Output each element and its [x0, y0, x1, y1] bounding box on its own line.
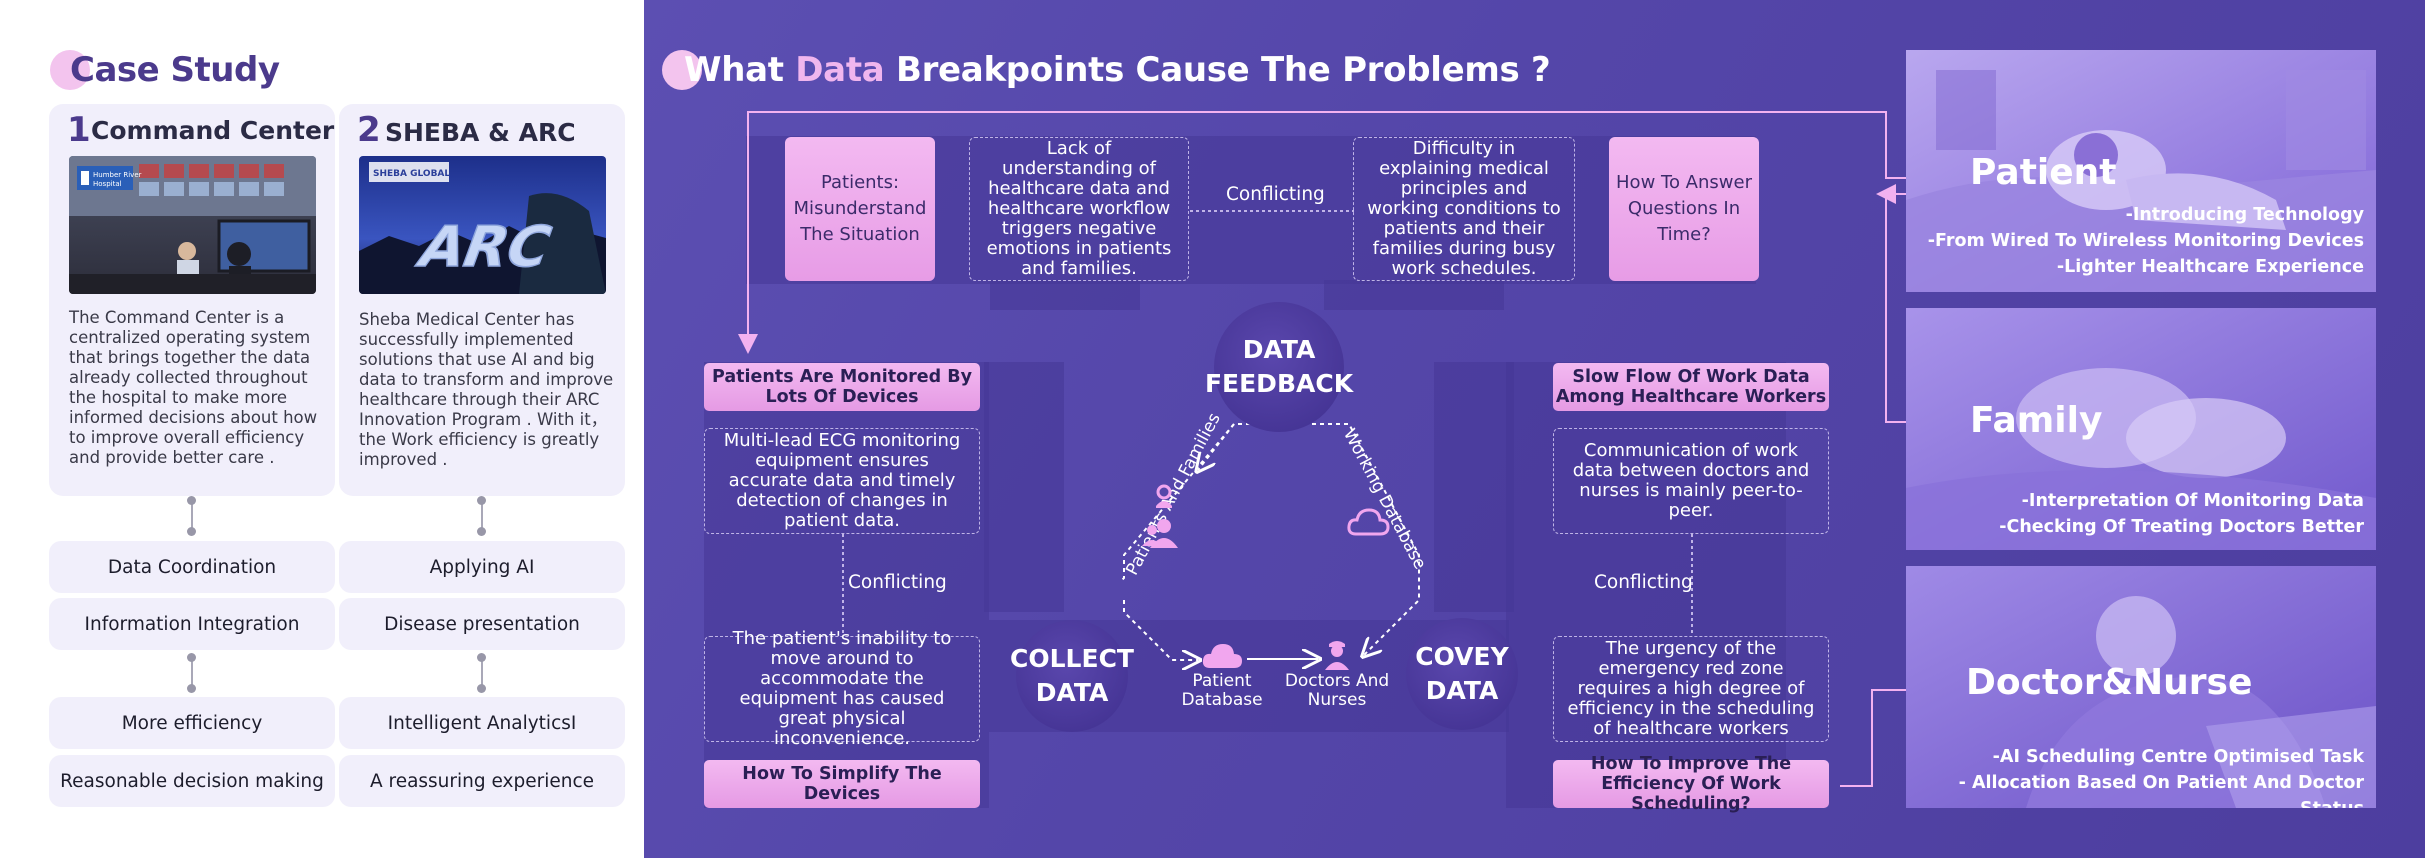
persona-detail: -AI Scheduling Centre Optimised Task - A… [1958, 747, 2364, 808]
simplify-devices-footer: How To Simplify The Devices [704, 760, 980, 808]
card-description: Sheba Medical Center has successfully im… [359, 310, 614, 469]
doctors-nurses-label: Doctors And Nurses [1284, 671, 1390, 710]
main-title: What Data Breakpoints Cause The Problems… [684, 50, 1551, 90]
doctor-nurse-icon [1325, 641, 1349, 670]
card-heading: SHEBA & ARC [385, 118, 576, 147]
how-to-answer-box: How To Answer Questions In Time? [1609, 137, 1759, 281]
urgency-emergency-text: The urgency of the emergency red zone re… [1553, 636, 1829, 742]
case-study-title: Case Study [70, 50, 280, 90]
covey-data-node: COVEY DATA [1406, 618, 1518, 730]
case-card-sheba-arc: 2 SHEBA & ARC SHEBA GLOBAL ARC [339, 104, 625, 496]
card-description: The Command Center is a centralized oper… [69, 308, 318, 467]
conflicting-label: Conflicting [1594, 572, 1693, 593]
difficulty-explaining-text: Difficulty in explaining medical princip… [1353, 137, 1575, 281]
persona-name: Family [1970, 400, 2103, 441]
patient-database-label: Patient Database [1181, 671, 1263, 710]
pill-reasonable-decision: Reasonable decision making [49, 755, 335, 807]
patient-inability-text: The patient's inability to move around t… [704, 629, 980, 749]
persona-detail: -Interpretation Of Monitoring Data -Chec… [1999, 491, 2364, 537]
pill-reassuring-experience: A reassuring experience [339, 755, 625, 807]
title-dot-icon [662, 50, 702, 90]
sheba-arc-photo: SHEBA GLOBAL ARC [359, 156, 606, 294]
patients-misunderstand-box: Patients: Misunderstand The Situation [785, 137, 935, 281]
case-card-command-center: 1 Command Center [49, 104, 335, 496]
card-heading: Command Center [91, 116, 335, 145]
pill-information-integration: Information Integration [49, 598, 335, 650]
svg-text:ARC: ARC [410, 214, 562, 280]
improve-efficiency-footer: How To Improve The Efficiency Of Work Sc… [1553, 754, 1829, 814]
pill-more-efficiency: More efficiency [49, 697, 335, 749]
conflicting-label: Conflicting [848, 572, 947, 593]
data-feedback-node: DATA FEEDBACK [1205, 302, 1353, 432]
patients-monitored-header: Patients Are Monitored By Lots Of Device… [704, 363, 980, 411]
pill-disease-presentation: Disease presentation [339, 598, 625, 650]
persona-name: Patient [1970, 152, 2117, 193]
ecg-monitoring-text: Multi-lead ECG monitoring equipment ensu… [704, 428, 980, 534]
conflicting-label: Conflicting [1226, 184, 1325, 205]
persona-detail: -Introducing Technology -From Wired To W… [1927, 205, 2364, 277]
pill-data-coordination: Data Coordination [49, 541, 335, 593]
family-icon [1142, 484, 1178, 548]
pill-intelligent-analytics: Intelligent AnalyticsI [339, 697, 625, 749]
slow-flow-header: Slow Flow Of Work Data Among Healthcare … [1553, 363, 1829, 411]
collect-data-node: COLLECT DATA [1010, 620, 1134, 732]
communication-text: Communication of work data between docto… [1553, 428, 1829, 534]
card-number: 1 [67, 110, 91, 150]
patient-database-icon [1202, 644, 1242, 668]
svg-text:SHEBA GLOBAL: SHEBA GLOBAL [373, 169, 450, 179]
svg-text:Humber River: Humber River [93, 171, 142, 179]
pill-applying-ai: Applying AI [339, 541, 625, 593]
title-dot-icon [50, 50, 90, 90]
lack-understanding-text: Lack of understanding of healthcare data… [969, 137, 1189, 281]
breakpoints-panel: What Data Breakpoints Cause The Problems… [644, 0, 2425, 858]
svg-text:Hospital: Hospital [93, 180, 122, 188]
persona-doctor-nurse-card: Doctor&Nurse -AI Scheduling Centre Optim… [1906, 566, 2376, 808]
persona-patient-card: Patient -Introducing Technology -From Wi… [1906, 50, 2376, 292]
card-number: 2 [357, 110, 381, 150]
persona-name: Doctor&Nurse [1966, 662, 2253, 703]
persona-family-card: Family -Interpretation Of Monitoring Dat… [1906, 308, 2376, 550]
cloud-icon [1347, 508, 1390, 536]
command-center-photo: Humber River Hospital [69, 156, 316, 294]
case-study-panel: Case Study 1 Command Center [0, 0, 644, 858]
